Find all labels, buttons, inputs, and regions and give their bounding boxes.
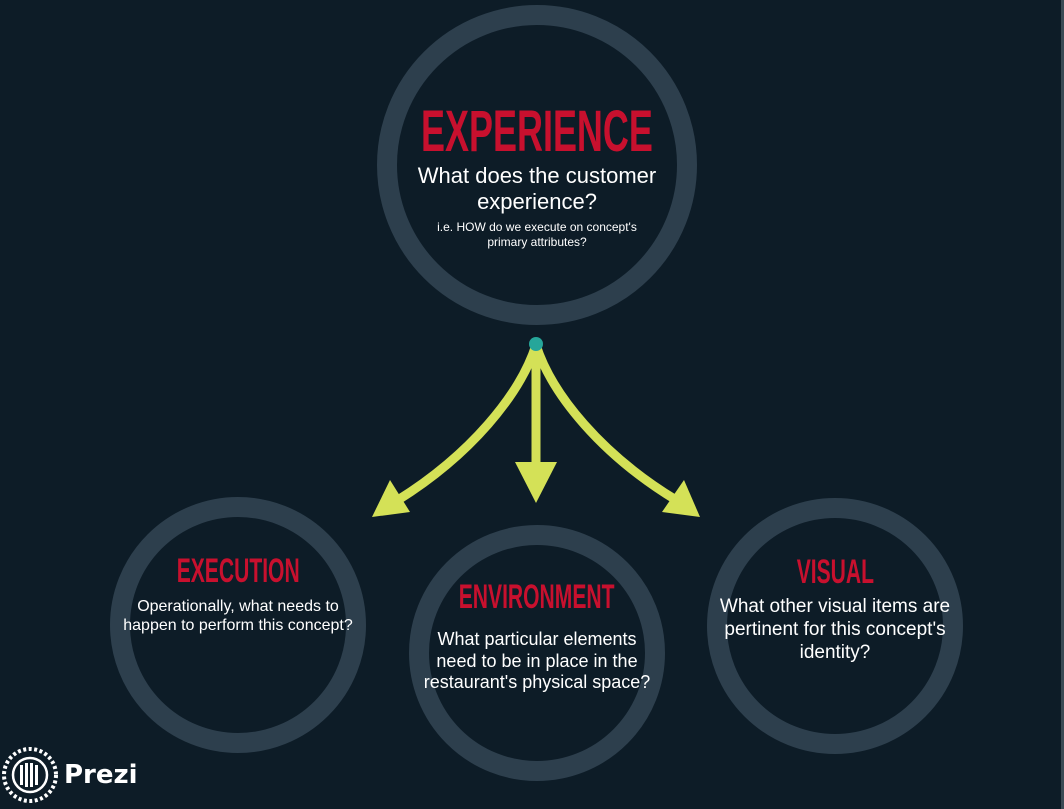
prezi-logo[interactable]: Prezi	[0, 745, 138, 805]
environment-question: What particular elements need to be in p…	[423, 629, 651, 693]
execution-title: EXECUTION	[176, 552, 300, 590]
prezi-logo-icon	[2, 747, 58, 803]
execution-circle[interactable]: EXECUTION Operationally, what needs to h…	[110, 497, 366, 753]
arrowhead-visual	[662, 480, 700, 517]
arrow-to-execution	[393, 340, 541, 505]
arrow-to-visual	[531, 340, 681, 505]
prezi-wordmark: Prezi	[64, 760, 138, 790]
environment-title: ENVIRONMENT	[459, 578, 615, 616]
visual-title: VISUAL	[796, 553, 874, 591]
experience-circle[interactable]: EXPERIENCE What does the customer experi…	[377, 5, 697, 325]
experience-question: What does the customer experience?	[417, 163, 657, 215]
branch-origin-node	[529, 337, 543, 351]
visual-question: What other visual items are pertinent fo…	[719, 596, 951, 663]
experience-title: EXPERIENCE	[421, 99, 653, 164]
execution-question: Operationally, what needs to happen to p…	[123, 598, 353, 635]
experience-note: i.e. HOW do we execute on concept's prim…	[437, 219, 637, 249]
arrowhead-environment	[515, 462, 557, 503]
visual-circle[interactable]: VISUAL What other visual items are perti…	[707, 498, 963, 754]
environment-circle[interactable]: ENVIRONMENT What particular elements nee…	[409, 525, 665, 781]
canvas-edge	[1061, 0, 1064, 809]
arrowhead-execution	[372, 480, 410, 517]
